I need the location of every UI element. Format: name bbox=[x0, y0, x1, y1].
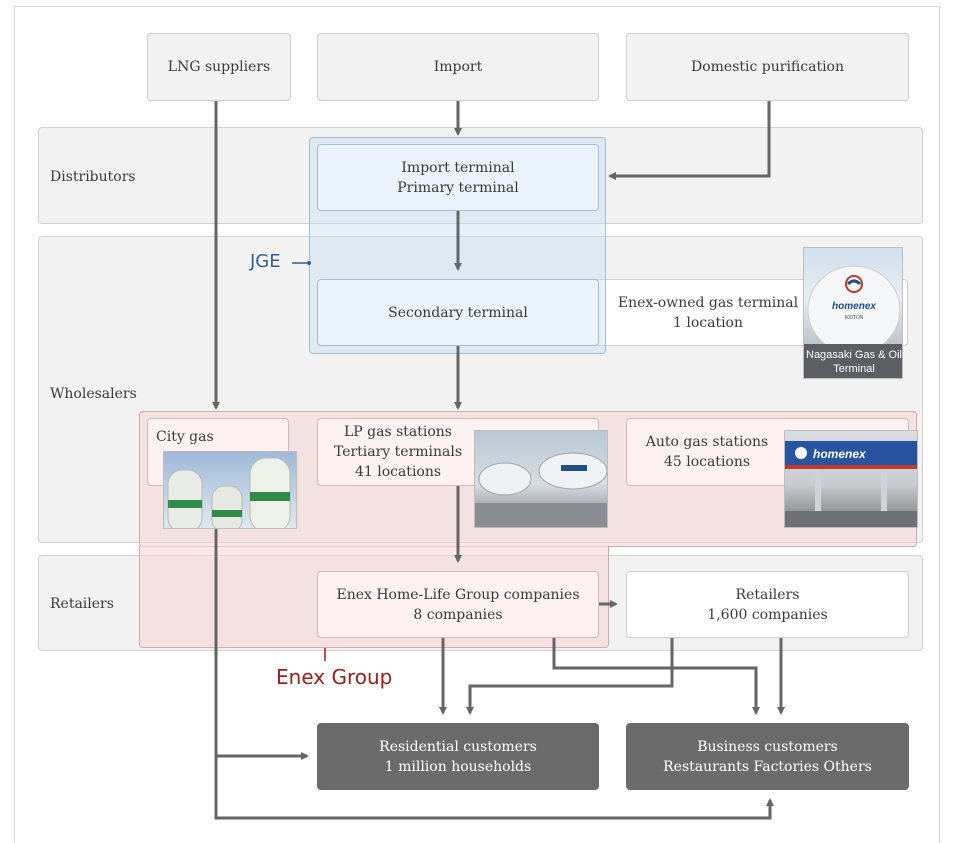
arrow-homelife-to-business bbox=[552, 638, 760, 715]
residential-line2: 1 million households bbox=[384, 758, 532, 775]
residential-line1: Residential customers bbox=[379, 738, 537, 755]
arrow-retailers-to-residential bbox=[466, 638, 674, 715]
diagram-frame bbox=[14, 6, 940, 842]
lp-stations-line3: 41 locations bbox=[354, 464, 442, 480]
domestic-purification-box: Domestic purification bbox=[626, 33, 909, 101]
auto-stations-line1: Auto gas stations bbox=[645, 434, 769, 450]
enex-group-label: Enex Group bbox=[276, 665, 392, 689]
nagasaki-caption: Nagasaki Gas & Oil Terminal bbox=[806, 349, 902, 375]
lp-gas-stations-box: LP gas stations Tertiary terminals 41 lo… bbox=[317, 418, 599, 486]
enex-homelife-line2: 8 companies bbox=[413, 606, 503, 623]
city-gas-tanks-photo bbox=[163, 451, 297, 529]
arrow-domestic-to-terminal bbox=[608, 101, 771, 180]
retailers-label: Retailers bbox=[50, 596, 114, 612]
secondary-terminal-box: Secondary terminal bbox=[317, 279, 599, 346]
import-label: Import bbox=[433, 59, 483, 75]
business-customers-box: Business customers Restaurants Factories… bbox=[626, 723, 909, 790]
lp-station-photo bbox=[474, 430, 608, 528]
arrow-citygas-to-business bbox=[214, 756, 774, 820]
enex-group-label-text: Enex Group bbox=[276, 665, 393, 689]
jge-label-text: JGE bbox=[250, 251, 281, 272]
station-brand-text: homenex bbox=[813, 447, 867, 461]
lp-stations-line2: Tertiary terminals bbox=[333, 444, 463, 460]
enex-owned-line1: Enex-owned gas terminal bbox=[617, 294, 799, 311]
domestic-purification-label: Domestic purification bbox=[690, 59, 844, 75]
auto-gas-station-photo: homenex bbox=[784, 430, 918, 528]
residential-customers-box: Residential customers 1 million househol… bbox=[317, 723, 599, 790]
lng-suppliers-label: LNG suppliers bbox=[167, 59, 271, 75]
import-terminal-line1: Import terminal bbox=[401, 159, 515, 176]
spherical-tank-illustration: homenex 600TON bbox=[804, 265, 902, 378]
city-gas-label: City gas bbox=[156, 429, 214, 445]
lng-suppliers-box: LNG suppliers bbox=[147, 33, 291, 101]
retailers-box: Retailers 1,600 companies bbox=[626, 571, 909, 638]
secondary-terminal-label: Secondary terminal bbox=[388, 304, 528, 321]
distributors-label: Distributors bbox=[50, 169, 136, 185]
lp-tanks-illustration bbox=[475, 452, 607, 527]
enex-owned-line2: 1 location bbox=[673, 314, 743, 331]
arrow-citygas-to-residential bbox=[214, 529, 309, 760]
gas-cylinders-illustration bbox=[167, 457, 291, 528]
business-line2: Restaurants Factories Others bbox=[663, 758, 872, 775]
retailers-line1: Retailers bbox=[735, 586, 800, 603]
station-canopy-illustration: homenex bbox=[785, 441, 917, 527]
wholesalers-label: Wholesalers bbox=[50, 386, 137, 402]
lp-stations-line1: LP gas stations bbox=[343, 424, 452, 440]
import-box: Import bbox=[317, 33, 599, 101]
tank-brand-text: homenex bbox=[832, 301, 876, 312]
enex-homelife-box: Enex Home-Life Group companies 8 compani… bbox=[317, 571, 599, 638]
retailers-line2: 1,600 companies bbox=[707, 606, 828, 623]
import-terminal-line2: Primary terminal bbox=[397, 179, 519, 196]
nagasaki-terminal-photo: homenex 600TON Nagasaki Gas & Oil Termin… bbox=[803, 247, 903, 379]
import-terminal-box: Import terminal Primary terminal bbox=[317, 144, 599, 211]
business-line1: Business customers bbox=[697, 738, 838, 755]
enex-homelife-line1: Enex Home-Life Group companies bbox=[336, 586, 580, 603]
tank-capacity-text: 600TON bbox=[845, 315, 864, 321]
auto-stations-line2: 45 locations bbox=[663, 454, 751, 470]
jge-label: JGE bbox=[250, 251, 281, 272]
